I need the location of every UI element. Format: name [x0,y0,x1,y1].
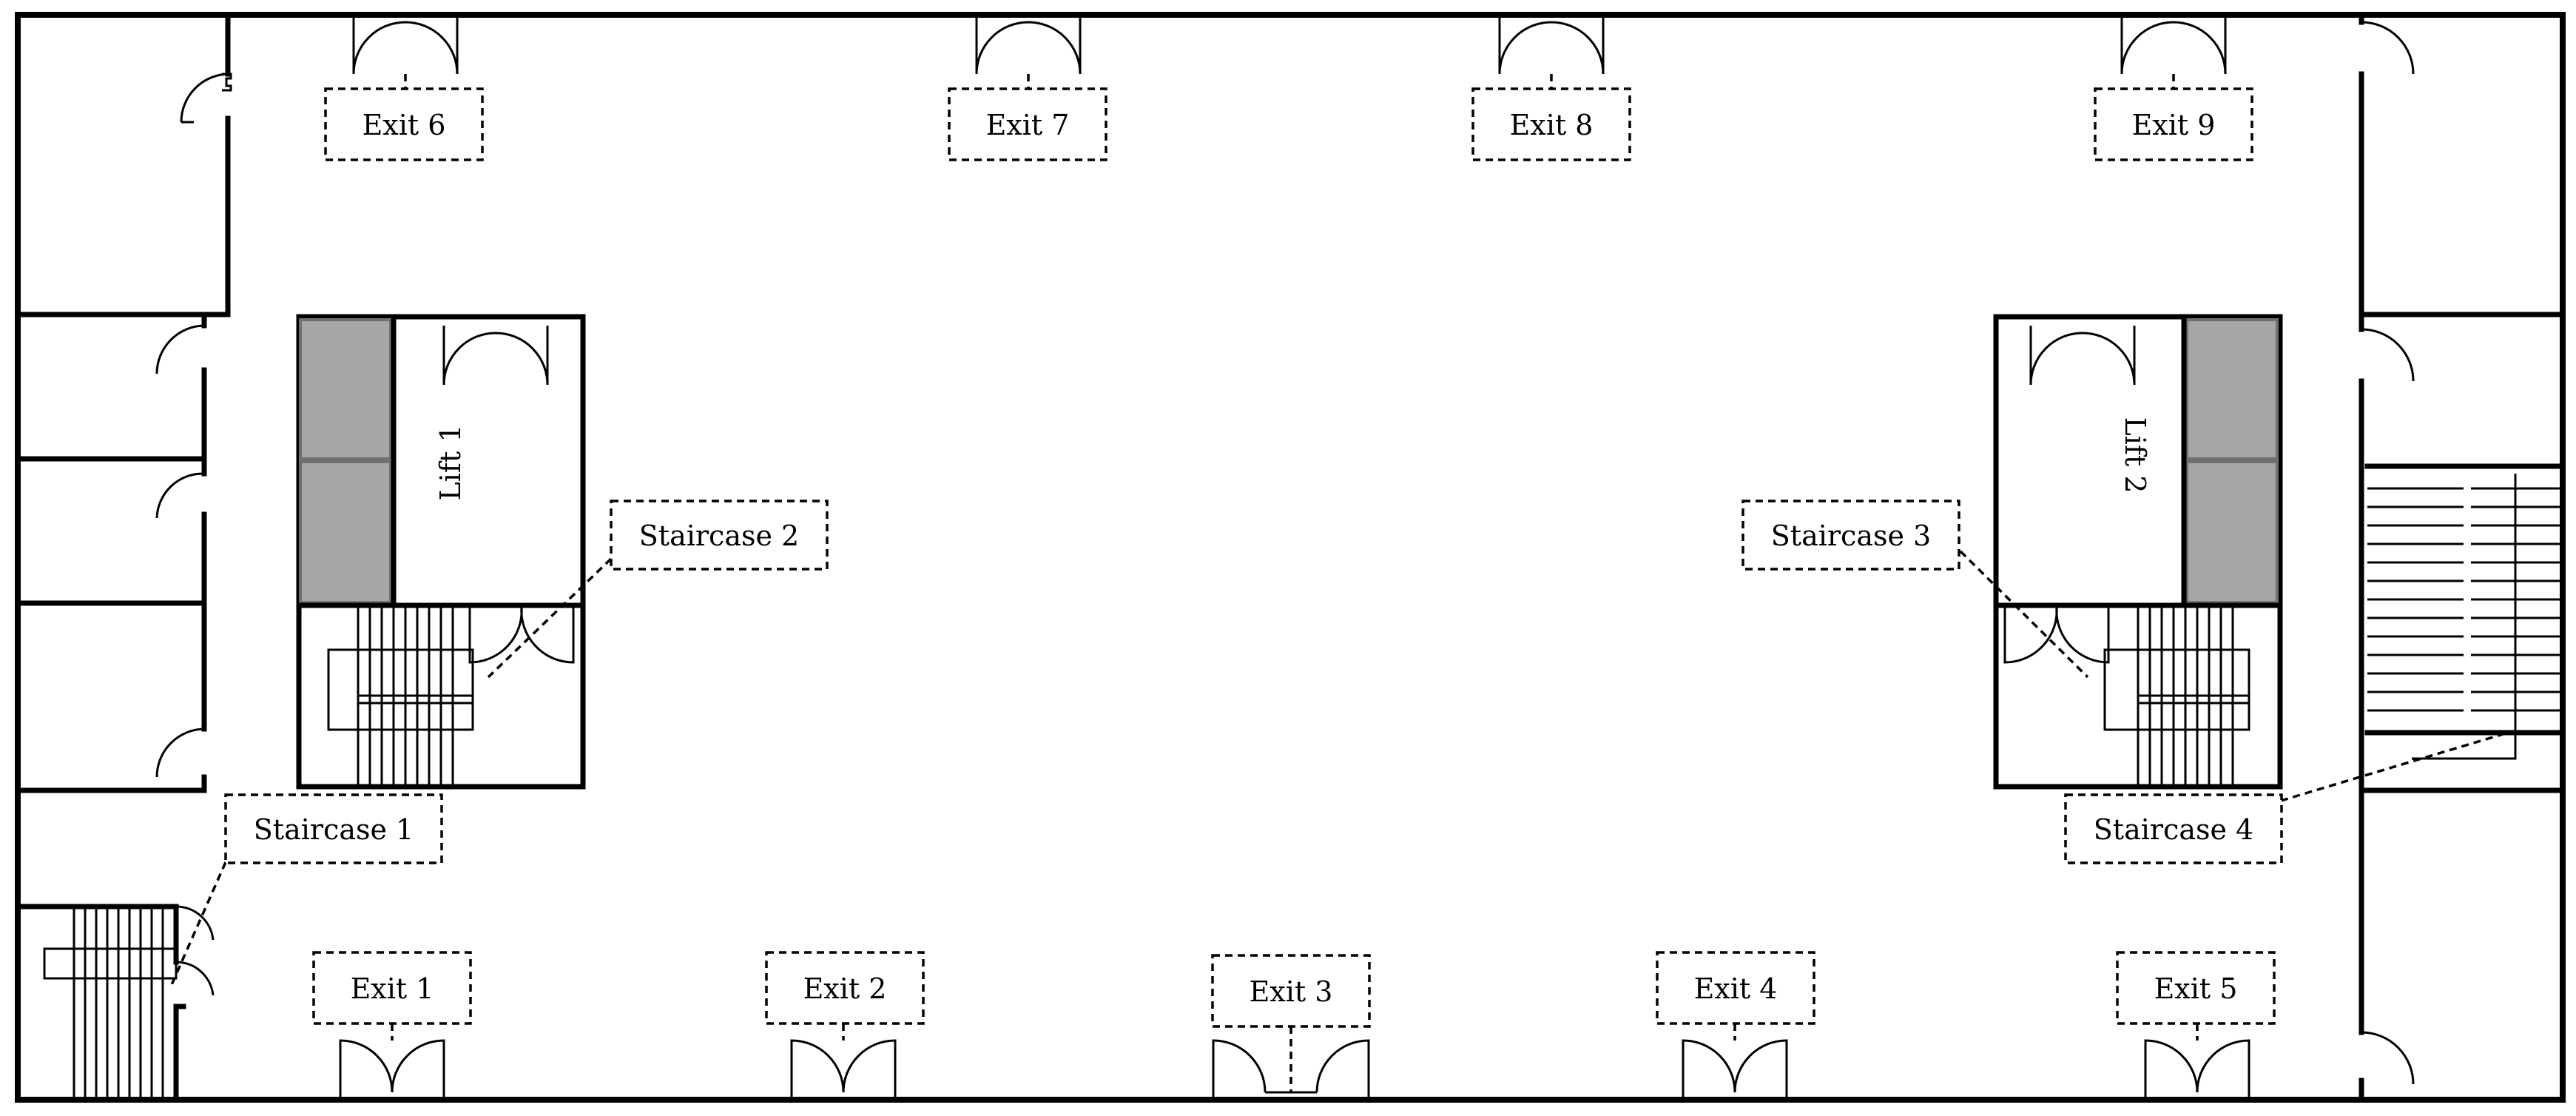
exit-6-text: Exit 6 [363,109,446,141]
exit-6-label: Exit 6 [324,87,484,161]
exit-5-label: Exit 5 [2116,951,2276,1025]
staircase-1-label: Staircase 1 [224,793,443,864]
lift-1-car-upper [299,318,392,460]
staircase-4-stairs [2364,463,2566,760]
exit-9-label: Exit 9 [2094,87,2253,161]
left-rooms [15,12,232,1103]
staircase-1-text: Staircase 1 [254,813,414,846]
exit-4-text: Exit 4 [1694,972,1778,1005]
exit-5-door[interactable] [2144,1039,2250,1100]
exit-4-door[interactable] [1682,1039,1788,1100]
exit-3-label: Exit 3 [1211,954,1371,1028]
exit-7-label: Exit 7 [948,87,1107,161]
exit-9-door[interactable] [2120,15,2227,75]
exit-5-text: Exit 5 [2154,972,2238,1005]
exit-2-label: Exit 2 [765,951,925,1025]
staircase-2-label: Staircase 2 [610,500,829,571]
exit-1-label: Exit 1 [312,951,472,1025]
staircase-2-stairs [327,605,474,786]
exit-6-door[interactable] [352,15,459,75]
exit-8-label: Exit 8 [1471,87,1631,161]
exit-8-text: Exit 8 [1510,109,1594,141]
outer-wall [15,12,2566,1103]
left-core [296,314,586,790]
exit-2-door[interactable] [790,1039,897,1100]
exit-8-door[interactable] [1498,15,1605,75]
leader-lines [169,74,2509,1092]
lift-2-car-lower [2185,460,2279,604]
exit-7-text: Exit 7 [986,109,1070,141]
staircase-3-text: Staircase 3 [1771,520,1931,552]
staircase-1-stairs [43,909,178,1100]
exit-7-door[interactable] [975,15,1082,75]
lift-1-car-lower [299,460,392,604]
staircase-4-label: Staircase 4 [2064,793,2283,864]
exit-2-text: Exit 2 [803,972,887,1005]
staircase-3-stairs [2103,605,2250,786]
exit-1-door[interactable] [339,1039,445,1100]
exit-1-text: Exit 1 [351,972,434,1005]
lift-2-car-upper [2185,318,2279,460]
exit-4-label: Exit 4 [1656,951,1815,1025]
right-core [1993,314,2283,790]
staircase-3-label: Staircase 3 [1742,500,1960,571]
staircase-4-text: Staircase 4 [2094,813,2253,846]
staircase-2-text: Staircase 2 [639,520,799,552]
exit-9-text: Exit 9 [2132,109,2216,141]
exit-3-text: Exit 3 [1250,975,1333,1008]
lift-1-label: Lift 1 [434,425,467,501]
lift-2-label: Lift 2 [2119,417,2151,494]
right-rooms [2358,12,2566,1103]
